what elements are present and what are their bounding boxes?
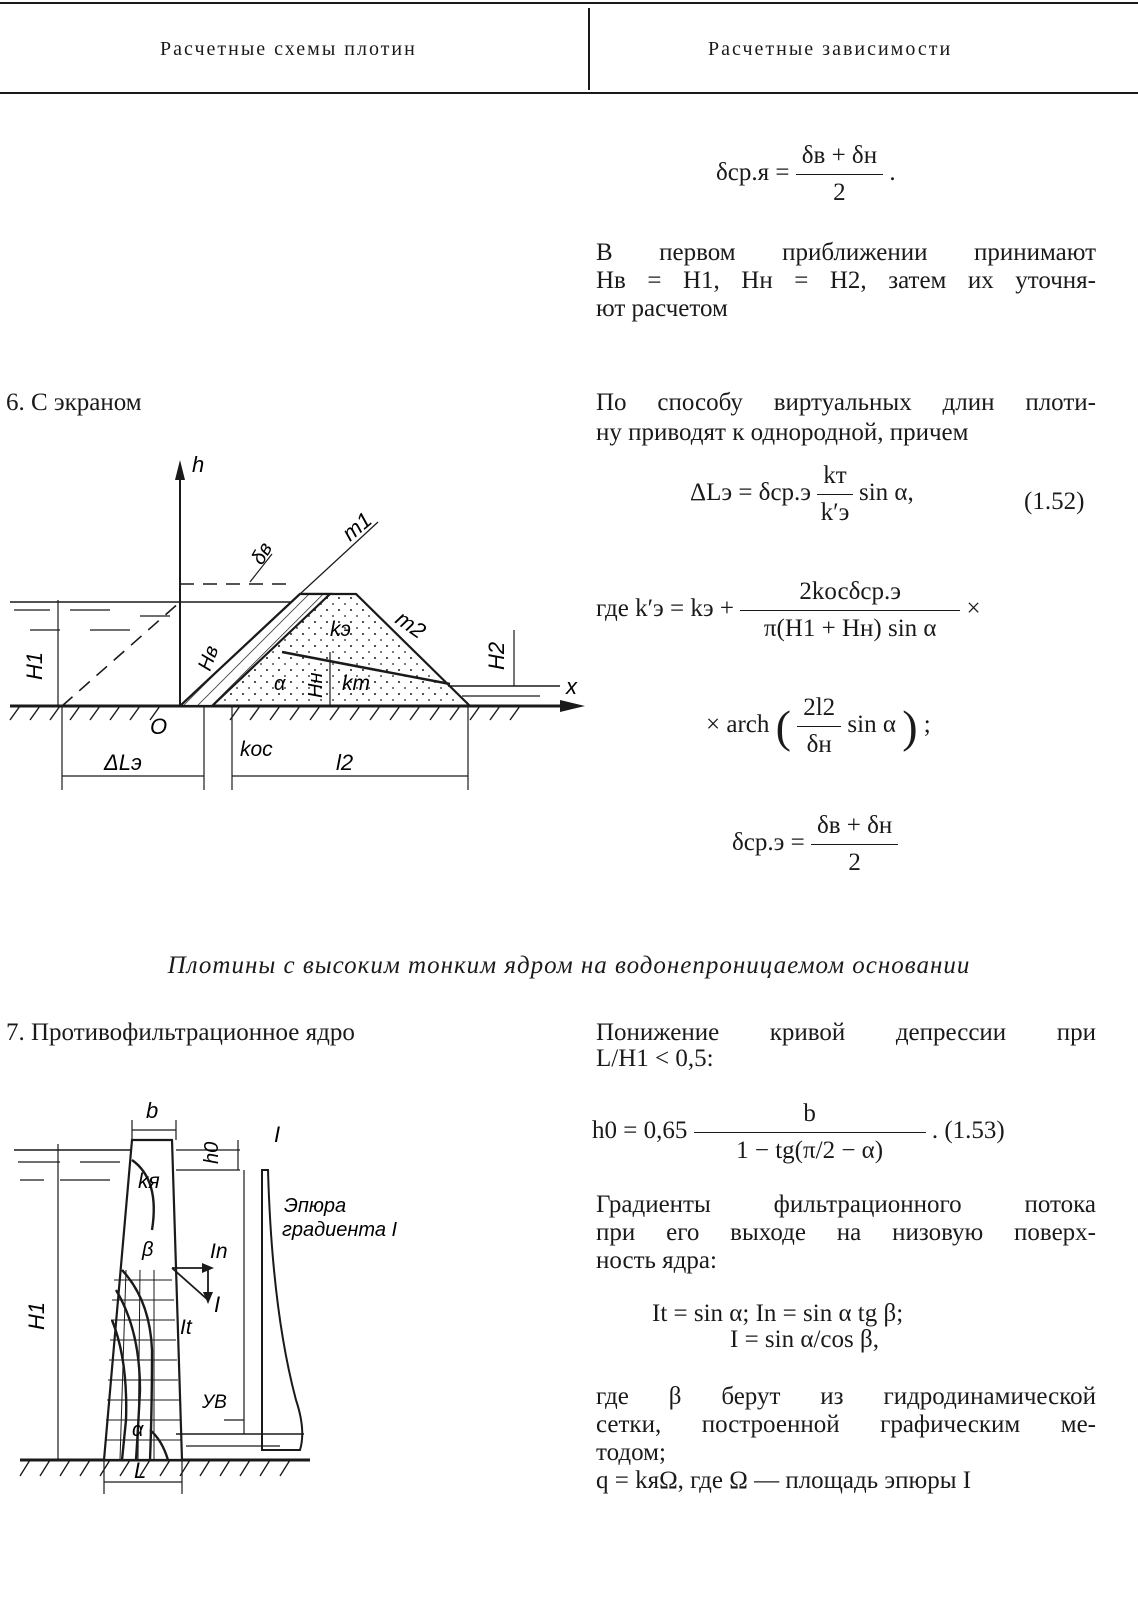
diagram7-label-H1: H1: [24, 1302, 49, 1330]
diagram6-label-alpha: α: [274, 673, 286, 695]
section-title: Плотины с высоким тонким ядром на водоне…: [167, 952, 971, 979]
header-right-label: Расчетные зависимости: [708, 38, 953, 60]
equation-arch: × arch ( 2l2 δн sin α ) ;: [706, 694, 931, 759]
eq152-lhs: ΔLэ = δср.э: [690, 479, 812, 507]
arch-end: ;: [923, 711, 931, 739]
delta-screen-numerator: δв + δн: [810, 812, 899, 845]
diagram-core-dam: b h0 I kя Эпюра градиента I β In I It H1…: [14, 1098, 398, 1494]
item6-title: 6. С экраном: [6, 389, 142, 416]
diagram6-label-delta-v: δв: [247, 539, 277, 569]
arch-prefix: × arch: [706, 711, 770, 739]
equation-kprime: где k′э = kэ + 2kосδср.э π(H1 + Hн) sin …: [596, 578, 981, 643]
kprime-numerator: 2kосδср.э: [740, 578, 961, 611]
diagram6-label-H2: H2: [484, 642, 509, 670]
item7-text-line-1: Понижение кривой депрессии при: [596, 1019, 1096, 1046]
note-line-1: В первом приближении принимают: [596, 239, 1096, 266]
ground-hatching: [9, 705, 521, 721]
diagram6-label-k-t: kт: [342, 672, 370, 695]
eq153-fraction: b 1 − tg(π/2 − α): [693, 1100, 926, 1165]
eq153-numerator: b: [693, 1100, 926, 1133]
diagram7-label-UV: УВ: [201, 1392, 227, 1413]
diagram7-label-alpha: α: [132, 1419, 144, 1441]
header-bottom-rule: [0, 92, 1138, 94]
equation-1-52: ΔLэ = δср.э kт k′э sin α,: [690, 462, 914, 527]
diagram7-label-In: In: [210, 1240, 228, 1263]
eq152-denominator: k′э: [820, 499, 850, 526]
arch-denominator: δн: [806, 731, 832, 758]
diagram6-label-l2: l2: [336, 750, 353, 775]
beta-line-2: сетки, построенной графическим ме-: [596, 1411, 1096, 1438]
arch-fraction: 2l2 δн: [797, 694, 842, 759]
grad-line-2: при его выходе на низовую поверх-: [596, 1219, 1096, 1246]
formula-lhs: δср.я =: [716, 159, 790, 187]
diagram7-label-I: I: [214, 1292, 220, 1317]
q-line: q = kяΩ, где Ω — площадь эпюры I: [596, 1467, 972, 1494]
diagram7-label-h0: h0: [201, 1142, 223, 1164]
header-column-divider: [588, 8, 590, 90]
diagram7-label-It: It: [180, 1316, 193, 1339]
formula-delta-core: δср.я = δв + δн 2 .: [716, 142, 896, 207]
item7-text-line-2: L/H1 < 0,5:: [596, 1045, 714, 1072]
diagram6-label-k-os: kос: [240, 738, 273, 761]
header-left-label: Расчетные схемы плотин: [160, 38, 417, 60]
equation-1-53: h0 = 0,65 b 1 − tg(π/2 − α) . (1.53): [592, 1100, 1005, 1165]
where-label: где: [596, 595, 629, 623]
grad-line-1: Градиенты фильтрационного потока: [596, 1191, 1096, 1218]
item7-title: 7. Противофильтрационное ядро: [6, 1019, 355, 1046]
eq152-numerator: kт: [817, 462, 853, 495]
delta-screen-denominator: 2: [848, 849, 861, 876]
kprime-times: ×: [966, 595, 981, 623]
grad-equation-1: It = sin α; In = sin α tg β;: [652, 1300, 904, 1327]
diagram6-label-m1: m1: [337, 507, 376, 546]
note-line-3: ют расчетом: [596, 295, 728, 322]
arch-suffix: sin α: [847, 711, 896, 739]
diagram6-label-k-e: kэ: [330, 618, 351, 641]
formula-denominator: 2: [833, 179, 846, 206]
diagram7-label-epure-1: Эпюра: [284, 1195, 346, 1217]
eq152-fraction: kт k′э: [817, 462, 853, 527]
diagram7-label-beta: β: [141, 1239, 153, 1261]
grad-line-3: ность ядра:: [596, 1247, 717, 1274]
grad-equation-2: I = sin α/cos β,: [730, 1326, 879, 1353]
formula-fraction: δв + δн 2: [795, 142, 884, 207]
header-top-rule: [0, 2, 1138, 4]
kprime-lhs: k′э = kэ +: [635, 595, 734, 623]
note-line-2: Hв = H1, Hн = H2, затем их уточня-: [596, 267, 1096, 294]
item6-text-line-2: ну приводят к однородной, причем: [596, 419, 969, 446]
diagram6-label-H1: H1: [22, 652, 47, 680]
eq152-number: (1.52): [1024, 488, 1085, 515]
eq153-lhs: h0 = 0,65: [592, 1117, 688, 1145]
diagram6-label-Hn: Hн: [305, 673, 327, 698]
beta-line-1: где β берут из гидродинамической: [596, 1383, 1096, 1410]
kprime-denominator: π(H1 + Hн) sin α: [763, 615, 937, 642]
diagram7-label-L: L: [134, 1458, 146, 1483]
equation-delta-screen: δср.э = δв + δн 2: [732, 812, 899, 877]
diagram6-label-x: x: [565, 674, 578, 699]
diagram6-label-h: h: [192, 452, 204, 477]
eq153-number: . (1.53): [931, 1117, 1005, 1145]
diagram6-label-dLe: ΔLэ: [103, 750, 142, 775]
diagram7-label-k-ya: kя: [138, 1170, 160, 1193]
eq152-rhs: sin α,: [858, 479, 914, 507]
eq153-denominator: 1 − tg(π/2 − α): [736, 1137, 884, 1164]
delta-screen-lhs: δср.э =: [732, 829, 805, 857]
formula-numerator: δв + δн: [795, 142, 884, 175]
beta-line-3: тодом;: [596, 1439, 666, 1466]
diagram7-label-b: b: [146, 1098, 158, 1123]
item6-text-line-1: По способу виртуальных длин плоти-: [596, 389, 1096, 416]
diagram-screen-dam: h δв m1 m2 H1 H2 Hв Hн kэ kт α x O kос Δ…: [9, 452, 585, 790]
formula-end: .: [889, 159, 896, 187]
diagram7-label-epure-2: градиента I: [282, 1219, 398, 1241]
kprime-fraction: 2kосδср.э π(H1 + Hн) sin α: [740, 578, 961, 643]
core-ground-hatching: [19, 1459, 291, 1477]
delta-screen-fraction: δв + δн 2: [810, 812, 899, 877]
arch-numerator: 2l2: [797, 694, 842, 727]
diagram6-label-O: O: [150, 714, 167, 739]
diagram7-label-I-top: I: [274, 1122, 280, 1147]
